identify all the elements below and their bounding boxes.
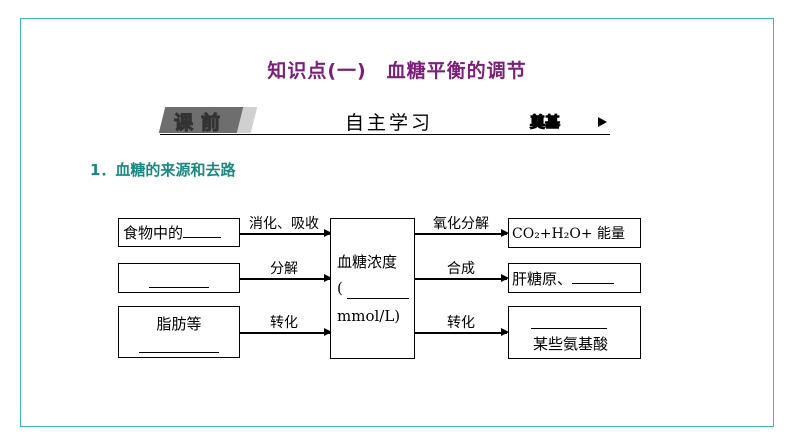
sink-box-glycogen: 肝糖原、: [508, 263, 641, 293]
source-box-fat: 脂肪等: [118, 306, 240, 358]
blank: [183, 236, 222, 238]
arrow-label: 消化、吸收: [249, 216, 319, 232]
slide-frame: [20, 18, 774, 427]
arrow: [415, 329, 509, 335]
arrow: [240, 230, 332, 236]
arrow-label: 合成: [447, 261, 475, 277]
banner-tag: 课前: [173, 112, 229, 135]
arrow: [240, 275, 332, 281]
arrow-label: 分解: [270, 261, 298, 277]
blood-glucose-box: 血糖浓度 ( mmol/L): [330, 218, 415, 359]
arrow: [240, 329, 332, 335]
arrow-label: 转化: [447, 315, 475, 331]
section-banner: 课前 自主学习 奠基: [158, 106, 610, 135]
arrow: [415, 275, 509, 281]
blank: [572, 282, 615, 284]
arrow: [415, 230, 509, 236]
sink-box-amino: 某些氨基酸: [508, 306, 641, 359]
sink-box-energy: CO₂+H₂O+ 能量: [508, 218, 641, 248]
banner-title: 自主学习: [345, 112, 434, 134]
blank: [531, 327, 607, 329]
blank: [347, 297, 409, 299]
section-heading: 1．血糖的来源和去路: [90, 161, 236, 179]
sink-text: 某些氨基酸: [533, 335, 609, 353]
arrow-label: 氧化分解: [433, 216, 489, 232]
banner-right: 奠基: [529, 113, 561, 132]
blank: [139, 351, 219, 353]
source-box-food: 食物中的: [118, 218, 240, 247]
center-line2: (: [337, 279, 343, 297]
arrow-label: 转化: [270, 315, 298, 331]
sink-text: CO₂+H₂O+ 能量: [512, 226, 626, 242]
center-line3: mmol/L): [337, 307, 401, 325]
center-line1: 血糖浓度: [337, 253, 398, 271]
source-text: 食物中的: [123, 224, 184, 242]
blank: [149, 286, 209, 288]
play-triangle-icon: [598, 117, 607, 127]
page-title: 知识点(一) 血糖平衡的调节: [267, 60, 527, 82]
source-box-blank: [118, 263, 240, 293]
source-text: 脂肪等: [156, 315, 202, 333]
sink-text: 肝糖原、: [512, 270, 573, 288]
